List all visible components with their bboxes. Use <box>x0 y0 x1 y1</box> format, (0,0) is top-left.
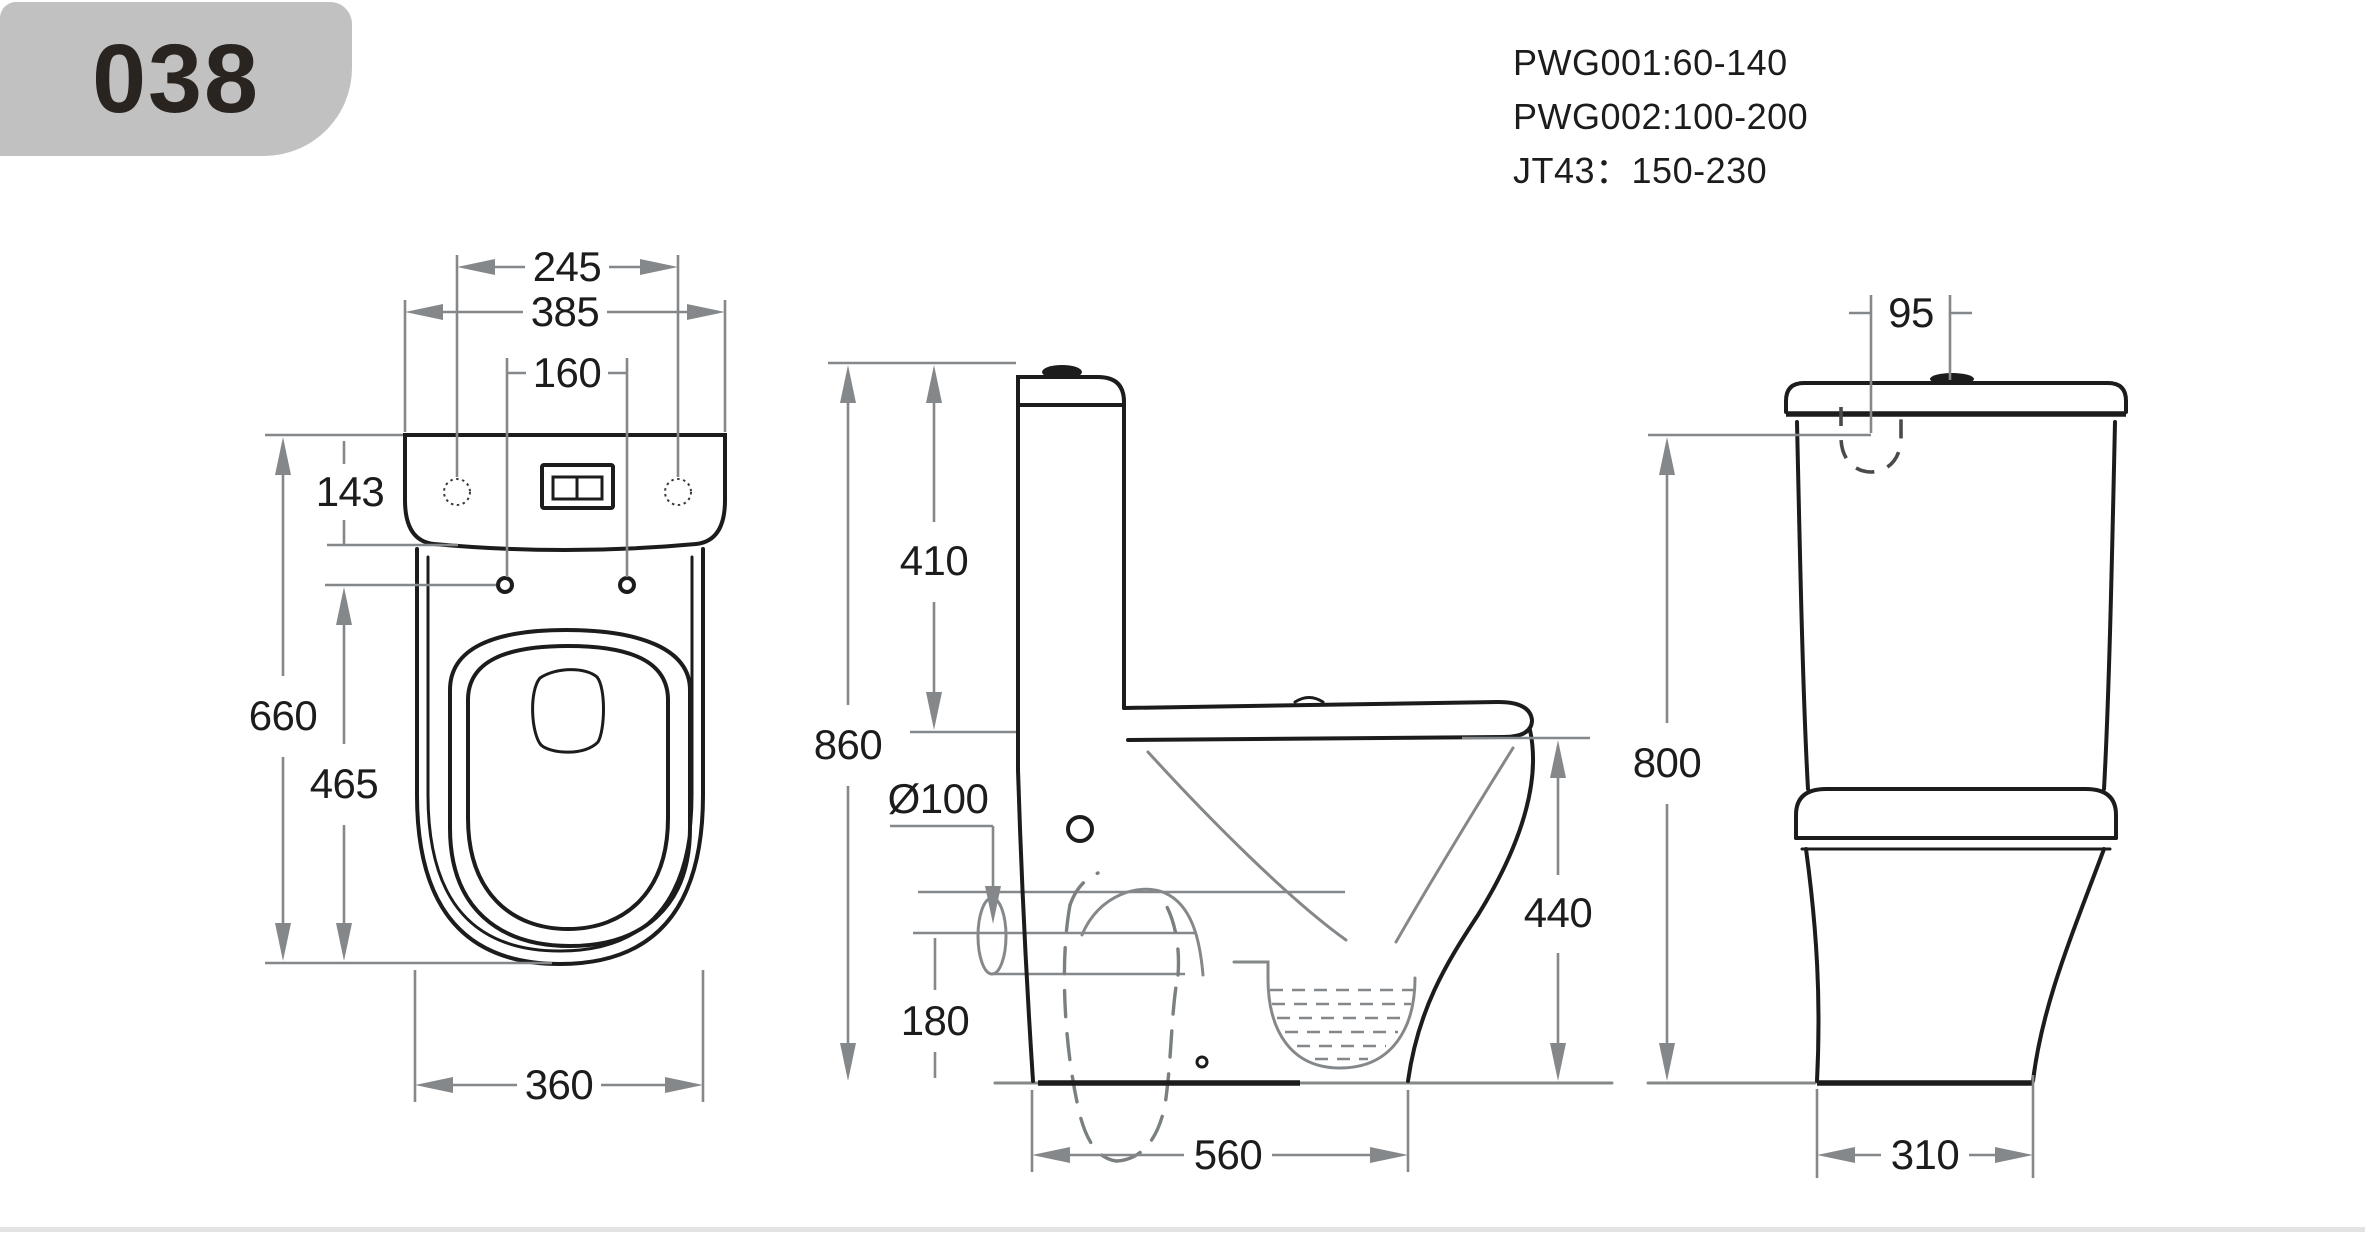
rough-in-notes: PWG001:60-140 PWG002:100-200 JT43：150-23… <box>1513 36 1808 198</box>
front-view: 95 800 310 <box>1633 289 2128 1178</box>
side-seat-hinge <box>1293 696 1325 704</box>
hinge-hole-right <box>618 576 636 594</box>
model-number: 038 <box>92 24 260 133</box>
dim-860: 860 <box>814 721 883 768</box>
tank-hole-left <box>443 478 471 506</box>
side-fixing-hole <box>1066 815 1094 843</box>
front-flush-button <box>1930 373 1974 385</box>
water-spot <box>531 668 605 754</box>
front-seat <box>1794 787 2118 840</box>
dim-800: 800 <box>1633 739 1702 786</box>
inlet-hole <box>1839 407 1903 474</box>
water-sump <box>1266 976 1417 1070</box>
dim-385: 385 <box>531 288 600 335</box>
side-seat <box>1122 699 1535 742</box>
front-pedestal-right <box>2031 847 2106 1083</box>
front-pedestal-left <box>1804 847 1821 1083</box>
front-tank-lid <box>1784 381 2128 414</box>
dim-560: 560 <box>1194 1131 1263 1178</box>
dim-440: 440 <box>1524 889 1593 936</box>
side-view: 860 410 Ø100 180 <box>814 361 1614 1178</box>
hinge-hole-left <box>496 576 514 594</box>
plan-tank-outline <box>403 433 727 552</box>
flush-button-plate <box>540 463 615 510</box>
page-bottom-rule <box>0 1227 2365 1232</box>
front-dimensions: 95 800 310 <box>1633 289 2035 1178</box>
dim-outlet-diameter: Ø100 <box>888 775 989 822</box>
note-line-1: PWG001:60-140 <box>1513 42 1788 83</box>
side-base-hole <box>1195 1055 1209 1069</box>
plan-bowl-outline <box>415 547 705 967</box>
dim-360: 360 <box>525 1061 594 1108</box>
note-line-2: PWG002:100-200 <box>1513 96 1809 137</box>
front-tank-left <box>1795 420 1810 791</box>
dim-143: 143 <box>316 468 385 515</box>
model-badge: 038 <box>0 2 352 156</box>
side-dimensions: 860 410 Ø100 180 <box>814 361 1593 1178</box>
dim-465: 465 <box>310 760 379 807</box>
dim-180: 180 <box>901 997 970 1044</box>
seat-opening <box>466 643 670 932</box>
dim-310: 310 <box>1891 1131 1960 1178</box>
side-front-outline <box>1406 728 1535 1083</box>
plan-bowl-inner <box>426 555 694 953</box>
seat-outer <box>448 627 692 949</box>
plan-dimensions: 245 385 160 143 <box>249 243 727 1108</box>
side-back-outline <box>1016 768 1035 1083</box>
dim-245: 245 <box>533 243 602 290</box>
bowl-funnel-right <box>1394 746 1515 944</box>
bowl-funnel-left <box>1146 750 1348 942</box>
dim-95: 95 <box>1888 289 1934 336</box>
dim-160: 160 <box>533 349 602 396</box>
dim-660: 660 <box>249 692 318 739</box>
plan-view: 245 385 160 143 <box>249 243 727 1108</box>
dim-410: 410 <box>900 537 969 584</box>
note-line-3: JT43：150-230 <box>1513 150 1768 191</box>
trap-way-left <box>1062 903 1118 1163</box>
trap-way-right <box>1114 973 1180 1163</box>
tank-hole-right <box>664 478 692 506</box>
front-tank-right <box>2102 420 2117 791</box>
side-tank-outline <box>1016 375 1126 772</box>
